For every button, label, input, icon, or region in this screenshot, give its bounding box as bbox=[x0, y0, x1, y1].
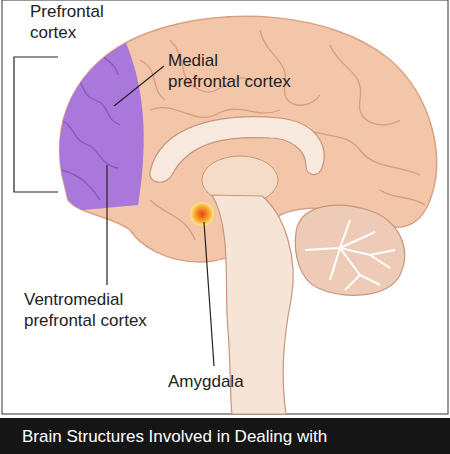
caption: Brain Structures Involved in Dealing wit… bbox=[22, 426, 327, 447]
leader-line bbox=[106, 165, 107, 285]
part-label: Ventromedial prefrontal cortex bbox=[24, 289, 194, 331]
part-label: Prefrontal cortex bbox=[30, 1, 130, 43]
part-label: Medial prefrontal cortex bbox=[168, 50, 328, 92]
bracket bbox=[14, 57, 58, 192]
caption-band bbox=[0, 418, 450, 454]
frame bbox=[2, 0, 448, 414]
part-label: Amygdala bbox=[168, 371, 278, 392]
leader-line bbox=[204, 222, 214, 366]
prefrontal-region bbox=[30, 30, 144, 215]
amygdala-structure bbox=[190, 202, 214, 226]
leader-line bbox=[114, 66, 164, 106]
cerebellum bbox=[295, 205, 404, 295]
